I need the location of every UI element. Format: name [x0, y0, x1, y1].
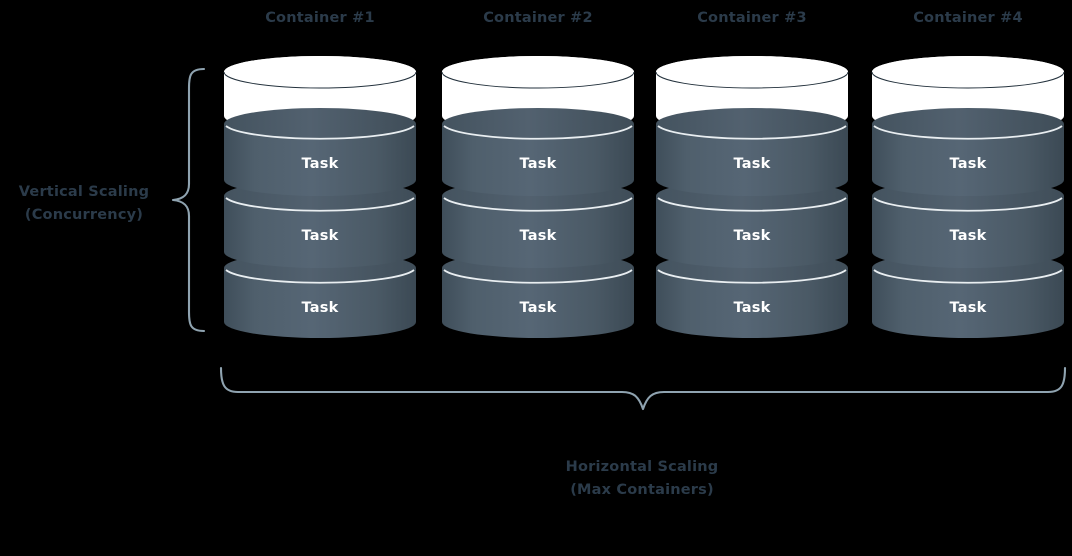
vertical-scaling-caption: Vertical Scaling (Concurrency) [0, 181, 168, 228]
horizontal-scaling-caption-line2: (Max Containers) [570, 482, 714, 499]
container-cylinder-1: Task Task Task [223, 56, 417, 346]
column-title-container-3: Container #3 [697, 10, 807, 26]
horizontal-scaling-caption: Horizontal Scaling (Max Containers) [436, 456, 848, 503]
vertical-scaling-caption-line2: (Concurrency) [24, 207, 144, 224]
vertical-scaling-brace [168, 66, 208, 334]
column-title-container-4: Container #4 [913, 10, 1023, 26]
column-title-container-1: Container #1 [265, 10, 375, 26]
container-cylinder-4: Task Task Task [871, 56, 1065, 346]
vertical-scaling-caption-line1: Vertical Scaling [18, 184, 150, 200]
horizontal-scaling-brace [218, 366, 1068, 414]
horizontal-scaling-caption-line1: Horizontal Scaling [565, 459, 719, 475]
container-cylinder-2: Task Task Task [441, 56, 635, 346]
column-title-container-2: Container #2 [483, 10, 593, 26]
container-cylinder-3: Task Task Task [655, 56, 849, 346]
